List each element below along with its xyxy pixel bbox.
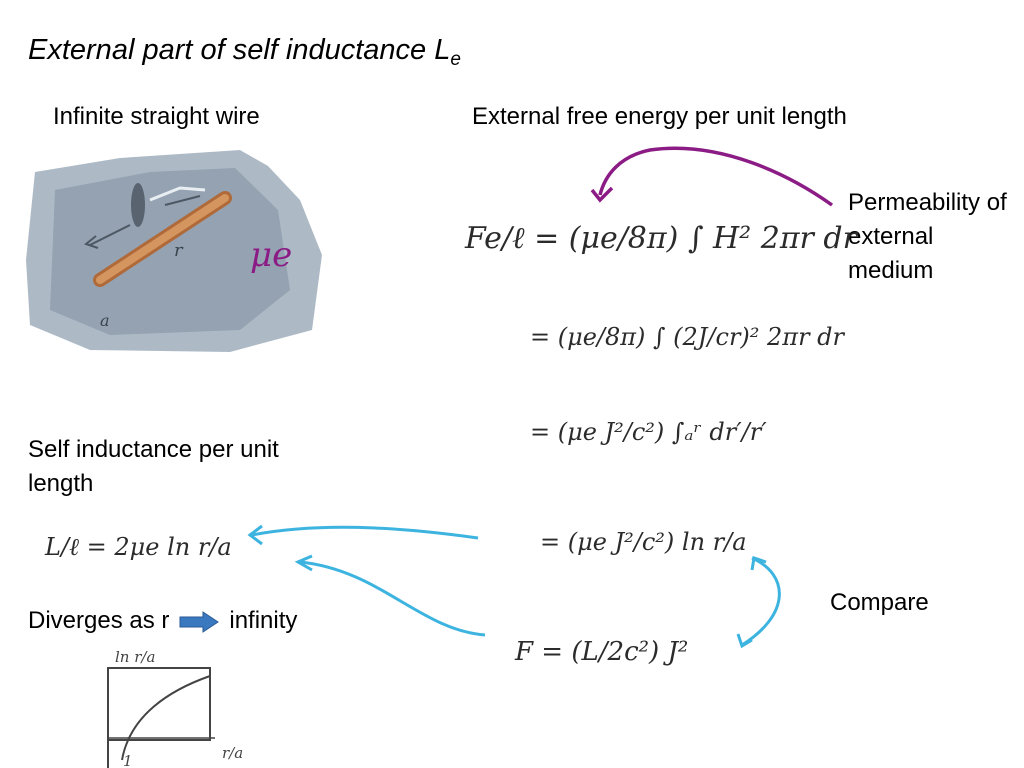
graph-one-label: 1 [123,752,133,768]
mu-e-label: μe [250,235,292,275]
permeability-label: Permeability of external medium [848,189,1007,284]
right-arrow-icon [179,610,220,633]
ln-graph-sketch [107,667,215,768]
cyan-arrow-lower [299,560,486,637]
cyan-arrowhead-upper [247,524,263,546]
wire-sketch [26,150,322,352]
diverges-label: Diverges as r infinity [28,604,297,638]
title-subscript: e [450,49,461,70]
wire-label: Infinite straight wire [53,103,260,130]
equation-2: = (μe/8π) ∫ (2J/cr)² 2πr dr [530,323,846,351]
equation-1: Fe/ℓ = (μe/8π) ∫ H² 2πr dr [464,221,859,256]
equation-4: = (μe J²/c²) ln r/a [540,528,747,556]
equation-5: F = (L/2c²) J² [514,637,688,667]
wire-a-label: a [100,311,110,330]
compare-label: Compare [830,589,929,616]
energy-label: External free energy per unit length [472,103,847,130]
permeability-arrowhead [590,186,614,203]
graph-x-label: r/a [222,744,243,762]
self-inductance-equation: L/ℓ = 2μe ln r/a [44,533,232,561]
graph-y-label: ln r/a [115,648,155,666]
compare-arrow [741,556,781,647]
self-inductance-label: Self inductance per unit length [28,436,279,497]
diverges-prefix: Diverges as r [28,607,170,634]
cyan-arrow-upper [251,525,479,540]
compare-arrowheads [736,556,767,649]
cyan-arrowhead-lower [294,554,313,572]
wire-r-label: r [174,240,184,261]
permeability-arrow [598,146,834,207]
equation-3: = (μe J²/c²) ∫ₐʳ dr′/r′ [530,418,767,446]
diverges-suffix: infinity [229,607,298,634]
slide-title: External part of self inductance Le [28,34,461,70]
